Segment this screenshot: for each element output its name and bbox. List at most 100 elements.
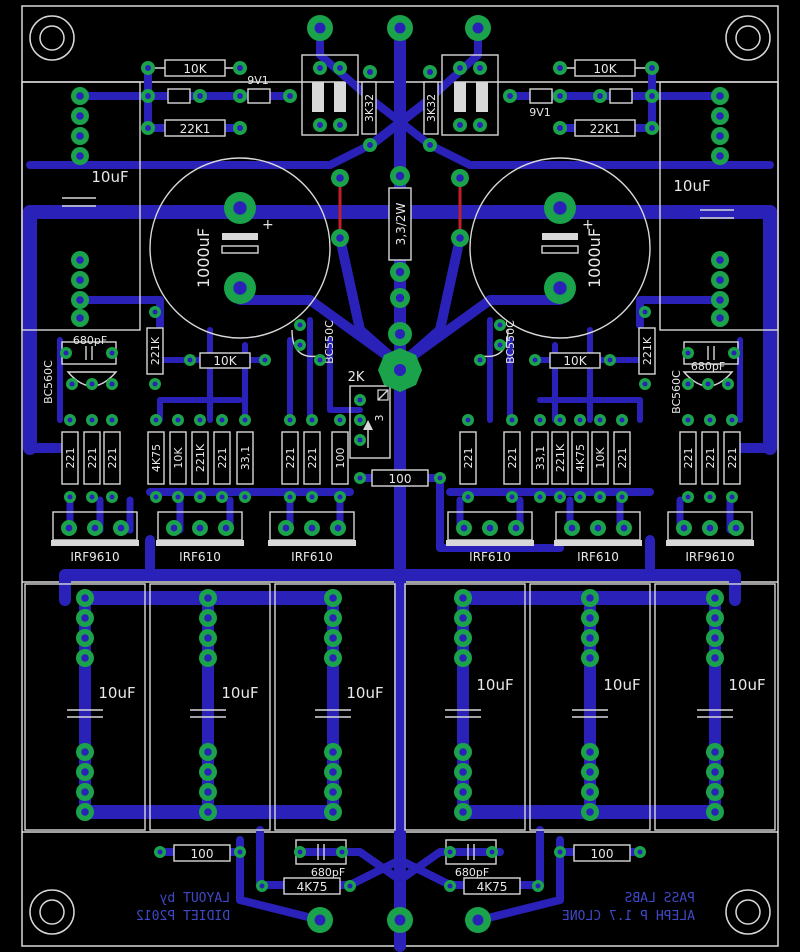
pad [726, 491, 738, 503]
label-r4k75-bl: 4K75 [297, 880, 328, 894]
resistor-value-label: 4K75 [150, 444, 163, 472]
pad [639, 306, 651, 318]
pad [387, 907, 413, 933]
mosfet: IRF610 [268, 511, 356, 564]
mosfet: IRF610 [156, 511, 244, 564]
label-cap680-bl: 680pF [311, 866, 345, 879]
cap-value-label: 10uF [728, 676, 765, 694]
pad [423, 138, 437, 152]
pad [486, 846, 498, 858]
resistor-4k75-bottom-right: 4K75 [463, 877, 521, 895]
resistor-value-label: 221 [64, 448, 77, 469]
pad [141, 61, 155, 75]
label-r4k75-br: 4K75 [477, 880, 508, 894]
pad [645, 89, 659, 103]
resistor-221k-right: 221K [638, 327, 656, 375]
pad [482, 520, 498, 536]
label-bc560-r: BC560C [670, 370, 683, 414]
pad [306, 491, 318, 503]
pad [544, 192, 576, 224]
pad [86, 491, 98, 503]
resistor-vertical: 221 [103, 431, 121, 485]
pad [324, 803, 342, 821]
pad [199, 763, 217, 781]
label-r3k32-r: 3K32 [425, 94, 438, 122]
mosfet: IRF9610 [51, 511, 139, 564]
label-cap680-tr: 680pF [691, 360, 725, 373]
pad [590, 520, 606, 536]
pad [283, 89, 297, 103]
resistor-vertical: 33,1 [531, 431, 549, 485]
pad [574, 414, 586, 426]
pad [465, 15, 491, 41]
pad [704, 491, 716, 503]
pad [363, 138, 377, 152]
pad [199, 589, 217, 607]
pad [150, 414, 162, 426]
pad [193, 89, 207, 103]
pad [706, 629, 724, 647]
label-r100-bl: 100 [191, 847, 214, 861]
resistor-value-label: 221 [726, 448, 739, 469]
pad [454, 629, 472, 647]
pad [331, 169, 349, 187]
pad [154, 846, 166, 858]
pad [456, 520, 472, 536]
resistor-3k32-right: 3K32 [423, 81, 439, 135]
pad [581, 763, 599, 781]
cap-10uf-bottom: 10uF [24, 583, 146, 831]
pad [564, 520, 580, 536]
pad [239, 414, 251, 426]
label-cap680-br: 680pF [455, 866, 489, 879]
resistor-value-label: 221 [216, 448, 229, 469]
pad [390, 262, 410, 282]
pad [711, 87, 729, 105]
pad [503, 89, 517, 103]
pad [199, 649, 217, 667]
cap-value-label: 10uF [98, 684, 135, 702]
resistor-10k-mid-left: 10K [199, 352, 251, 369]
pad [216, 414, 228, 426]
pad [451, 169, 469, 187]
pad [149, 378, 161, 390]
transistor-bc550c-right: BC550C [481, 320, 517, 364]
pad [76, 609, 94, 627]
pad [494, 339, 506, 351]
cap-value-label: 10uF [603, 676, 640, 694]
credit-left-line2: DIDIET P2012 [136, 909, 230, 924]
resistor-10k-mid-right: 10K [549, 352, 601, 369]
resistor-vertical: 221 [83, 431, 101, 485]
label-bc550-l: BC550C [323, 320, 336, 364]
pad [387, 15, 413, 41]
pad [508, 520, 524, 536]
pad [553, 121, 567, 135]
pad [554, 414, 566, 426]
pad [86, 414, 98, 426]
label-r221k-r: 221K [641, 336, 654, 365]
pad [581, 609, 599, 627]
pad [706, 649, 724, 667]
pad [728, 520, 744, 536]
cap-680pf-bottom-left: 680pF [295, 839, 347, 879]
pad [199, 629, 217, 647]
mosfet-label: IRF9610 [685, 550, 734, 564]
pad [172, 491, 184, 503]
resistor-vertical: 221 [701, 431, 719, 485]
credit-left: LAYOUT by DIDIET P2012 [136, 891, 230, 924]
pad [192, 520, 208, 536]
pad [313, 118, 327, 132]
pad [76, 763, 94, 781]
resistor-value-label: 100 [334, 448, 347, 469]
pad [333, 118, 347, 132]
resistor-vertical: 4K75 [571, 431, 589, 485]
resistor-vertical: 221 [679, 431, 697, 485]
pad [581, 803, 599, 821]
pad [451, 229, 469, 247]
label-elcap-r: 1000uF [585, 228, 604, 288]
pad [64, 491, 76, 503]
label-bc560-l: BC560C [42, 360, 55, 404]
pad [434, 472, 446, 484]
pad [616, 491, 628, 503]
cap-box-top-right [659, 81, 779, 331]
pad [604, 354, 616, 366]
